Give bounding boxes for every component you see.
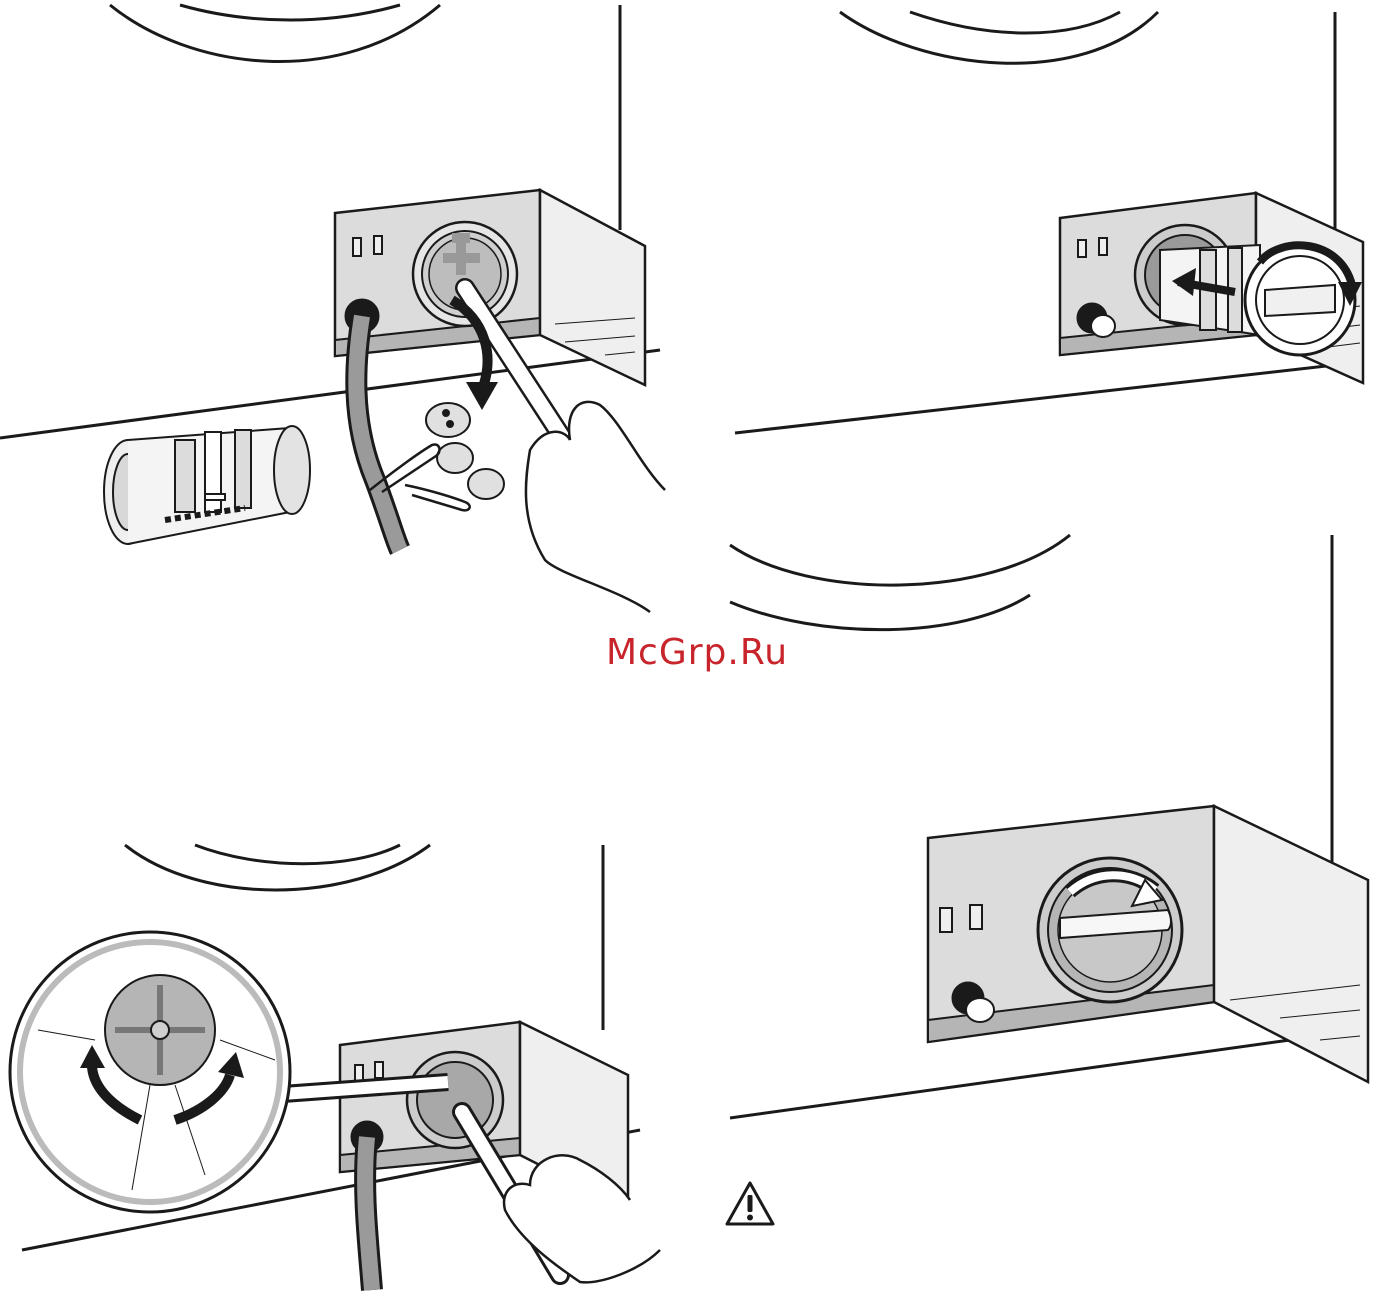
coin-icon — [426, 403, 470, 437]
door-arc-inner — [180, 5, 400, 20]
door-arc — [840, 12, 1158, 63]
service-door — [540, 190, 645, 385]
hand-icon — [526, 402, 665, 612]
warning-triangle-icon — [724, 1180, 776, 1228]
watermark-text: McGrp.Ru — [606, 632, 788, 673]
panel-remove-filter — [0, 5, 665, 612]
filter-cartridge-icon — [104, 426, 310, 544]
door-arc — [110, 5, 440, 61]
panel-check-impeller — [10, 845, 660, 1290]
panel-insert-filter — [735, 12, 1363, 433]
buttons-icon — [353, 238, 361, 256]
panel-close-filter — [730, 535, 1368, 1118]
